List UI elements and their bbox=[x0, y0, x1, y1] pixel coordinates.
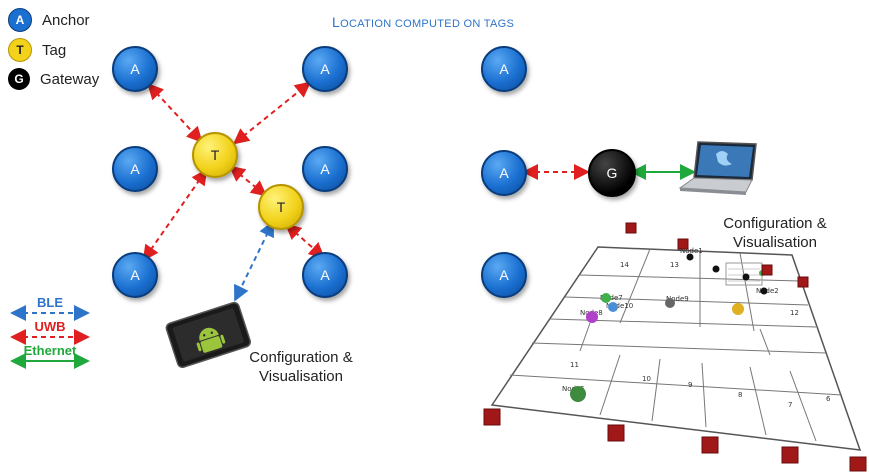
legend-item-tag: T Tag bbox=[8, 38, 66, 62]
gateway-legend-icon: G bbox=[8, 68, 30, 90]
anchor-node: A bbox=[112, 252, 158, 298]
protocol-label-uwb: UWB bbox=[34, 319, 66, 334]
anchor-block bbox=[761, 264, 773, 276]
room-label: 8 bbox=[738, 391, 742, 399]
room-label: 6 bbox=[826, 395, 831, 403]
android-icon bbox=[196, 327, 226, 353]
anchor-node: A bbox=[481, 46, 527, 92]
tablet-icon bbox=[165, 301, 252, 369]
floorplan-3d: Node7 Node10 Node8 Node9 Node5 Node1 Nod… bbox=[483, 222, 867, 472]
uwb-link bbox=[147, 83, 203, 143]
ble-link bbox=[234, 220, 274, 302]
gateway-node: G bbox=[588, 149, 636, 197]
room-label: 12 bbox=[790, 309, 799, 317]
legend-item-gateway: G Gateway bbox=[8, 68, 99, 90]
gateway-marker bbox=[742, 273, 750, 281]
legend-label-anchor: Anchor bbox=[42, 11, 90, 29]
gateway-marker bbox=[760, 287, 768, 295]
room-label: Node1 bbox=[680, 247, 703, 255]
gateway-marker bbox=[712, 265, 720, 273]
room-label: 13 bbox=[670, 261, 679, 269]
tag-marker bbox=[570, 386, 586, 402]
title-rest: OCATION COMPUTED ON TAGS bbox=[340, 18, 515, 30]
floorplan-caption: Configuration & Visualisation bbox=[710, 214, 840, 252]
gateway-marker bbox=[686, 253, 694, 261]
tag-node: T bbox=[192, 132, 238, 178]
anchor-legend-icon: A bbox=[8, 8, 32, 32]
tag-marker bbox=[732, 303, 744, 315]
protocol-label-ethernet: Ethernet bbox=[23, 343, 77, 358]
tag-marker bbox=[586, 311, 598, 323]
laptop-icon bbox=[678, 141, 757, 195]
anchor-block bbox=[849, 456, 867, 472]
tag-marker bbox=[665, 298, 675, 308]
room-label: 11 bbox=[570, 361, 579, 369]
anchor-block bbox=[483, 408, 501, 426]
room-label: 14 bbox=[620, 261, 629, 269]
uwb-link bbox=[142, 168, 208, 262]
anchor-block bbox=[625, 222, 637, 234]
uwb-link bbox=[228, 165, 268, 197]
anchor-block bbox=[607, 424, 625, 442]
room-label: 7 bbox=[788, 401, 792, 409]
anchor-block bbox=[701, 436, 719, 454]
room-label: Node9 bbox=[666, 295, 689, 303]
legend-item-anchor: A Anchor bbox=[8, 8, 90, 32]
tag-marker bbox=[608, 302, 618, 312]
tag-legend-icon: T bbox=[8, 38, 32, 62]
anchor-node: A bbox=[302, 46, 348, 92]
anchor-block bbox=[797, 276, 809, 288]
anchor-block bbox=[677, 238, 689, 250]
anchor-node: A bbox=[481, 150, 527, 196]
caption-line: Configuration & bbox=[249, 349, 353, 366]
protocol-label-ble: BLE bbox=[37, 295, 63, 310]
tablet-caption: Configuration & Visualisation bbox=[236, 348, 366, 386]
diagram-title: LOCATION COMPUTED ON TAGS bbox=[332, 14, 514, 30]
caption-line: Configuration & bbox=[723, 215, 827, 232]
caption-line: Visualisation bbox=[259, 368, 343, 385]
uwb-link bbox=[285, 223, 325, 259]
legend-label-tag: Tag bbox=[42, 41, 67, 59]
uwb-link bbox=[232, 81, 312, 145]
anchor-node: A bbox=[112, 46, 158, 92]
anchor-node: A bbox=[302, 252, 348, 298]
title-initial: L bbox=[332, 14, 341, 30]
legend-label-gateway: Gateway bbox=[40, 70, 100, 88]
anchor-block bbox=[781, 446, 799, 464]
anchor-node: A bbox=[481, 252, 527, 298]
anchor-node: A bbox=[302, 146, 348, 192]
room-label: 9 bbox=[688, 381, 692, 389]
caption-line: Visualisation bbox=[733, 234, 817, 251]
tag-node: T bbox=[258, 184, 304, 230]
room-label: Node10 bbox=[606, 302, 633, 310]
anchor-node: A bbox=[112, 146, 158, 192]
room-label: 10 bbox=[642, 375, 651, 383]
room-label: Node7 bbox=[600, 294, 623, 302]
tag-marker bbox=[601, 293, 611, 303]
